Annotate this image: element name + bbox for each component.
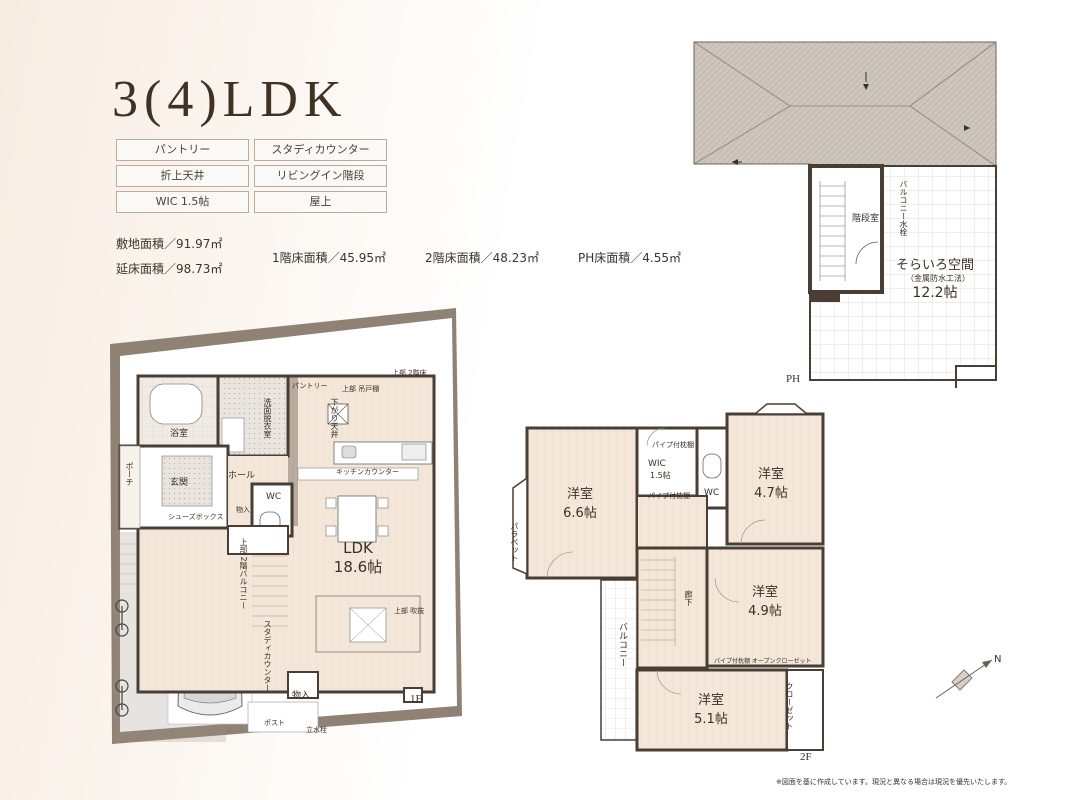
floor2-label: 2F	[800, 751, 812, 763]
hallway-label: 廊下	[684, 590, 693, 606]
bath-label: 浴室	[170, 429, 189, 439]
feature-tag: WIC 1.5帖	[116, 191, 249, 213]
upper-skylight-label: 上部 吹抜	[394, 607, 425, 615]
ceiling-label: 下がり天井	[330, 398, 339, 438]
rooftop-name: そらいろ空間	[895, 258, 974, 273]
feature-tag: 折上天井	[116, 165, 249, 187]
stair-room-label: 階段室	[852, 214, 880, 224]
rooftop-note: （金属防水工法）	[906, 274, 970, 283]
pantry-label: パントリー	[292, 382, 328, 390]
wic-name: WIC	[648, 459, 666, 469]
floor1-label: 1F	[410, 693, 422, 705]
closet-label: クローゼット	[785, 682, 794, 730]
room1-size: 6.6帖	[563, 506, 597, 521]
balcony-label: バルコニー	[617, 622, 627, 667]
shoes-box-label: シューズボックス	[168, 513, 224, 521]
plan-title: 3(4)LDK	[112, 71, 348, 128]
open-closet-label: パイプ付枕棚 オープンクローゼット	[714, 658, 812, 665]
drain-label: バルコニー水栓	[899, 180, 908, 236]
ldk-name: LDK	[343, 539, 373, 557]
storage-label-1f: 物入	[236, 506, 250, 514]
washroom-label: 洗面脱衣室	[263, 398, 272, 438]
wic-size: 1.5帖	[650, 471, 671, 480]
feature-tag: 屋上	[254, 191, 387, 213]
floor2-area: 2階床面積／48.23㎡	[425, 251, 539, 265]
pipe-shelf1-label: パイプ付枕棚	[652, 441, 694, 449]
room4-name: 洋室	[697, 693, 724, 708]
floor1-area: 1階床面積／45.95㎡	[272, 251, 386, 265]
room2-size: 4.7帖	[754, 486, 788, 501]
total-floor-area: 延床面積／98.73㎡	[116, 262, 223, 276]
room3-name: 洋室	[751, 585, 778, 600]
kitchen-counter-label: キッチンカウンター	[336, 468, 399, 476]
site-area: 敷地面積／91.97㎡	[116, 237, 223, 251]
cabinet-label: 上部 吊戸棚	[342, 385, 380, 393]
compass-icon	[935, 659, 993, 699]
feature-tag: スタディカウンター	[254, 139, 387, 161]
ldk-size: 18.6帖	[333, 558, 383, 576]
rooftop-size: 12.2帖	[912, 285, 958, 301]
wc-label-2f: WC	[704, 488, 720, 498]
water-tap-label: 立水栓	[306, 726, 327, 734]
storage2-label-1f: 物入	[292, 691, 311, 701]
ph-floor-label: PH	[786, 373, 801, 385]
post-label: ポスト	[264, 719, 285, 727]
upper-balcony-label: 上部 2階バルコニー	[239, 538, 248, 610]
study-counter-label: スタディカウンター	[263, 620, 272, 692]
feature-tag: パントリー	[116, 139, 249, 161]
room3-size: 4.9帖	[748, 604, 782, 619]
entrance-label: 玄関	[170, 478, 189, 488]
floor2-plan	[512, 403, 825, 752]
compass-north-label: N	[994, 654, 1002, 665]
feature-tag: リビングイン階段	[254, 165, 387, 187]
porch-label: ポーチ	[125, 462, 134, 486]
room4-size: 5.1帖	[694, 712, 728, 727]
floor1-plan	[110, 308, 462, 744]
wc-label-1f: WC	[266, 492, 282, 502]
pipe-shelf2-label: パイプ付枕棚	[648, 492, 690, 500]
upper-floor-label: 上部 2階床	[392, 369, 427, 377]
bay-window-label: パラペット	[510, 522, 519, 562]
ph-area: PH床面積／4.55㎡	[578, 251, 681, 265]
room1-name: 洋室	[566, 487, 593, 502]
room2-name: 洋室	[757, 467, 784, 482]
hall-label: ホール	[228, 471, 256, 481]
penthouse-roof-plan	[693, 41, 997, 388]
footnote: ※図面を基に作成しています。現況と異なる場合は現況を優先いたします。	[776, 778, 1012, 786]
